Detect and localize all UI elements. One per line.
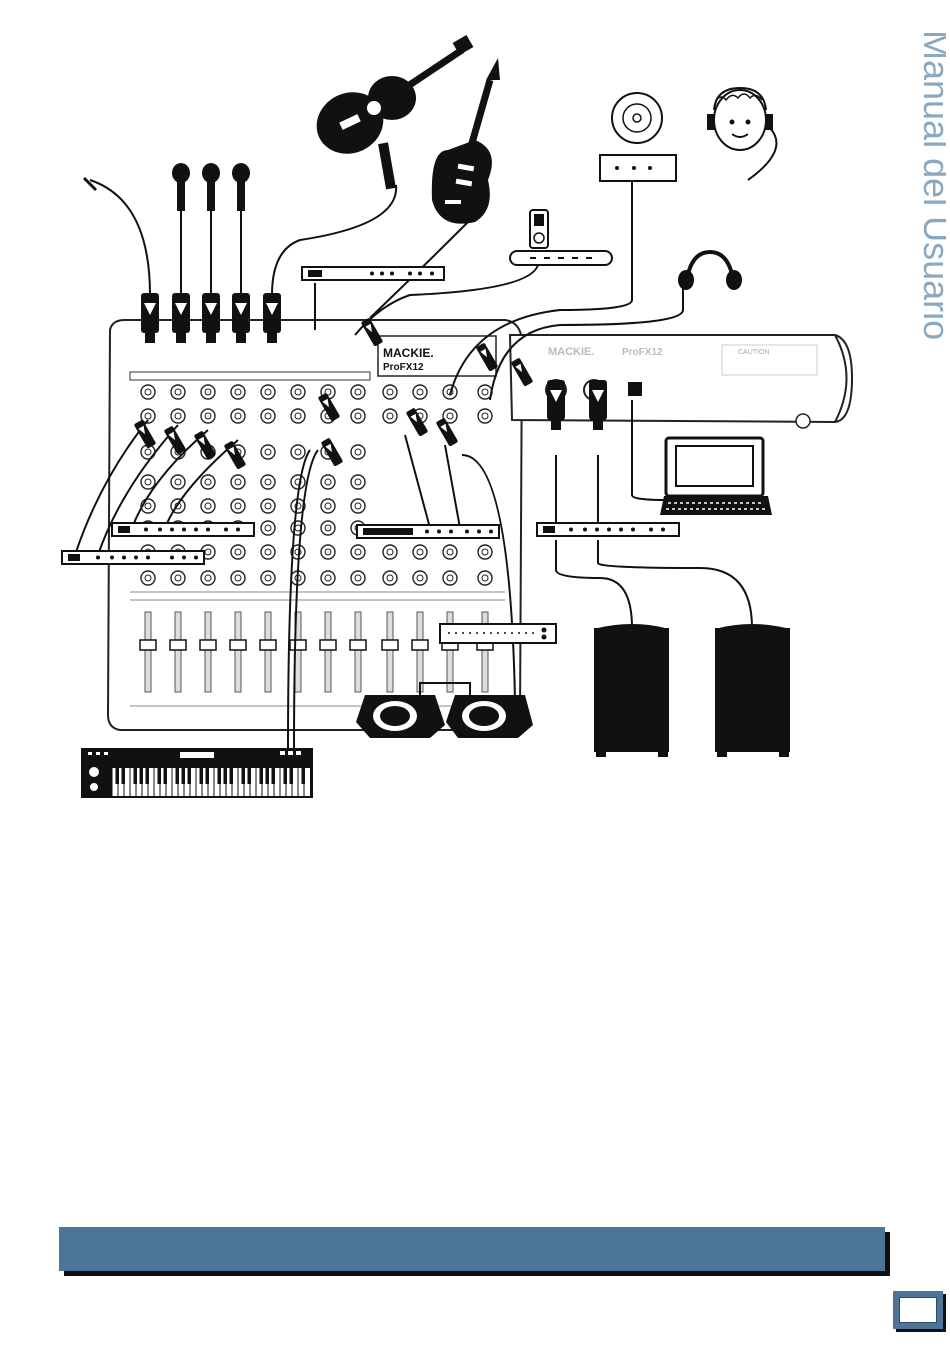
mixer-knob	[141, 571, 155, 585]
mixer-knob	[321, 475, 335, 489]
black-key	[116, 768, 120, 784]
mixer-knob	[261, 499, 275, 513]
mixer-knob	[321, 545, 335, 559]
black-key	[260, 768, 264, 784]
mixer-knob	[171, 475, 185, 489]
mixer-knob	[231, 571, 245, 585]
black-key	[290, 768, 294, 784]
black-key	[302, 768, 306, 784]
black-key	[158, 768, 162, 784]
side-title-text: Manual del Usuario	[916, 30, 946, 340]
mixer-knob	[291, 385, 305, 399]
mixer-knob	[171, 385, 185, 399]
black-key	[188, 768, 192, 784]
mixer-knob	[291, 409, 305, 423]
black-key	[218, 768, 222, 784]
mixer-knob	[261, 521, 275, 535]
laptop-icon	[660, 438, 772, 515]
black-key	[230, 768, 234, 784]
mixer-knob	[201, 409, 215, 423]
black-key	[134, 768, 138, 784]
mixer-knob	[261, 545, 275, 559]
mixer-knob	[351, 445, 365, 459]
black-key	[284, 768, 288, 784]
black-key	[122, 768, 126, 784]
listener-icon	[708, 88, 776, 180]
mixer-knob	[383, 571, 397, 585]
mixer-knob	[383, 385, 397, 399]
black-key	[206, 768, 210, 784]
mixer-knob	[261, 571, 275, 585]
mixer-knob	[231, 385, 245, 399]
black-key	[140, 768, 144, 784]
black-key	[200, 768, 204, 784]
mixer-knob	[351, 571, 365, 585]
mixer-knob	[351, 545, 365, 559]
mixer-knob	[261, 385, 275, 399]
rear-brand: MACKIE.	[548, 346, 594, 358]
electric-guitar	[432, 58, 500, 224]
mixer-knob	[321, 571, 335, 585]
mixer-knob	[231, 475, 245, 489]
mixer-knob	[478, 545, 492, 559]
side-title: Manual del Usuario	[866, 30, 946, 380]
caption-bar	[59, 1227, 885, 1271]
mixer-knob	[291, 475, 305, 489]
mixer-knob	[478, 571, 492, 585]
mixer-knob	[201, 499, 215, 513]
black-key	[266, 768, 270, 784]
mixer-knob	[413, 545, 427, 559]
mixer-knob	[443, 571, 457, 585]
mixer-knob	[141, 385, 155, 399]
mixer-knob	[321, 499, 335, 513]
rear-warning: CAUTION	[738, 349, 770, 356]
cd-player	[600, 93, 676, 181]
mixer-knob	[351, 385, 365, 399]
black-key	[224, 768, 228, 784]
keyboard-icon	[81, 748, 313, 798]
page-number-box	[893, 1291, 943, 1329]
mixer-model: ProFX12	[383, 362, 424, 373]
mixer-knob	[261, 409, 275, 423]
mixer-knob	[351, 409, 365, 423]
mixer-knob	[351, 499, 365, 513]
mixer-knob	[413, 385, 427, 399]
media-player	[510, 210, 612, 265]
headphones-icon	[678, 252, 742, 290]
black-key	[242, 768, 246, 784]
mixer-knob	[351, 475, 365, 489]
mixer-knob	[201, 475, 215, 489]
page-number	[899, 1297, 937, 1323]
mixer-knob	[231, 499, 245, 513]
mixer-knob	[171, 409, 185, 423]
mixer-knob	[231, 409, 245, 423]
mixer-knob	[383, 409, 397, 423]
mixer-knob	[261, 445, 275, 459]
rear-model: ProFX12	[622, 347, 663, 358]
mixer-knob	[478, 409, 492, 423]
black-key	[176, 768, 180, 784]
mixer-knob	[383, 545, 397, 559]
mixer-knob	[201, 571, 215, 585]
black-key	[272, 768, 276, 784]
mixer-knob	[141, 475, 155, 489]
microphones	[84, 163, 250, 211]
mixer-knob	[231, 545, 245, 559]
black-key	[248, 768, 252, 784]
main-speakers	[594, 624, 790, 757]
mixer-knob	[443, 545, 457, 559]
black-key	[164, 768, 168, 784]
black-key	[182, 768, 186, 784]
mixer-knob	[413, 571, 427, 585]
mixer-knob	[171, 571, 185, 585]
mixer-knob	[291, 445, 305, 459]
mixer-knob	[201, 385, 215, 399]
mixer-brand: MACKIE.	[383, 346, 434, 360]
mixer-knob	[261, 475, 275, 489]
black-key	[146, 768, 150, 784]
mixer-knob	[321, 521, 335, 535]
